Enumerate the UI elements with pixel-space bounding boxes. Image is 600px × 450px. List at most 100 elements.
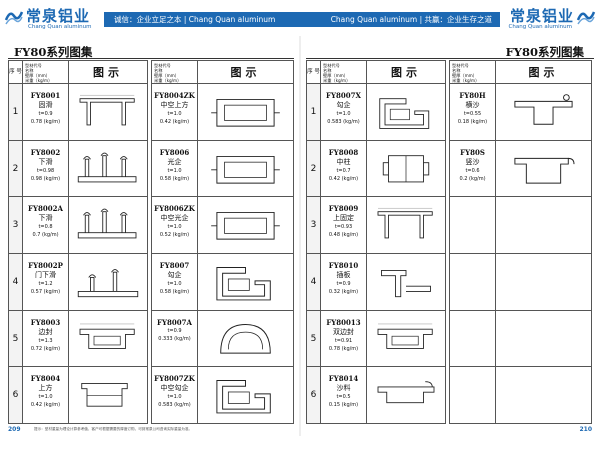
profile-drawing (69, 197, 147, 253)
header-field-keys: 型材代号名称壁厚（mm）米重（kg/m） (23, 61, 69, 83)
profile-thickness: t=0.9 (167, 327, 182, 334)
page-number-right: 210 (579, 426, 592, 433)
profile-section-drawing (211, 155, 280, 184)
header-left: 常泉铝业 Chang Quan aluminum 诚信：企业立足之本 | Cha… (0, 0, 300, 36)
profile-section-drawing (211, 212, 280, 240)
logo-chinese-text: 常泉铝业 (26, 7, 91, 25)
profile-name: 沙料 (336, 384, 351, 393)
header-key: 米重（kg/m） (154, 78, 182, 83)
profile-drawing (496, 311, 591, 367)
header-key: 壁厚（mm） (323, 73, 348, 78)
profile-name: 中柱 (336, 157, 351, 166)
profile-name: 下滑 (38, 157, 53, 166)
profile-code: FY8004ZK (154, 91, 195, 100)
profile-section-drawing (382, 154, 430, 183)
profile-drawing (69, 141, 147, 197)
profile-code: FY8007X (326, 91, 361, 100)
profile-section-drawing (381, 270, 431, 298)
footnote: 提示：型材重量为理论计算参考值，客户可根据需要的厚度订购，可到常泉公司咨询实际重… (34, 427, 193, 431)
profile-weight: 0.52 (kg/m) (159, 232, 190, 239)
profile-code: FY8002 (30, 147, 61, 157)
profile-code: FY8007ZK (154, 374, 195, 384)
profile-drawing (496, 254, 591, 310)
profile-drawing (198, 367, 293, 423)
wave-logo-icon (576, 11, 596, 25)
header-figure-label: 图示 (391, 66, 421, 79)
profile-weight: 0.15 (kg/m) (328, 402, 359, 409)
row-seq-number: 2 (307, 140, 321, 197)
profile-drawing (496, 367, 591, 423)
row-seq-number: 3 (9, 197, 23, 254)
profile-name: 双边封 (333, 327, 354, 336)
profile-name: 上方 (38, 384, 53, 393)
profile-drawing (198, 84, 293, 140)
profile-weight: 0.583 (kg/m) (327, 119, 360, 125)
profile-code: FY8006ZK (154, 204, 195, 214)
profile-thickness: t=0.93 (334, 224, 353, 231)
profile-weight: 0.32 (kg/m) (328, 289, 359, 296)
profile-code: FY80013 (326, 317, 361, 327)
header-key: 名称 (452, 68, 461, 73)
profile-thickness: t=1.0 (167, 224, 182, 231)
profile-row (450, 367, 591, 424)
profile-info (450, 197, 496, 254)
profile-weight: 0.42 (kg/m) (159, 119, 190, 125)
profile-drawing (496, 84, 591, 140)
header-key: 名称 (154, 68, 163, 73)
profile-thickness: t=0.55 (463, 111, 482, 117)
profile-name: 中空上方 (160, 101, 189, 109)
header-figure-label: 图示 (528, 66, 559, 79)
profile-drawing (367, 254, 445, 310)
profile-info (450, 254, 496, 310)
profile-row (450, 310, 591, 368)
profile-weight: 0.2 (kg/m) (459, 175, 486, 182)
header-key: 米重（kg/m） (323, 78, 351, 83)
profile-name: 固滑 (38, 101, 53, 109)
profile-drawing (69, 84, 147, 140)
profile-thickness: t=1.0 (336, 111, 351, 117)
profile-weight: 0.583 (kg/m) (158, 402, 191, 409)
profile-weight: 0.333 (kg/m) (158, 335, 191, 342)
profile-thickness: t=1.0 (167, 281, 182, 288)
header-key: 米重（kg/m） (25, 78, 53, 83)
header-figure-label: 图示 (93, 66, 123, 79)
title-divider-left (8, 58, 294, 59)
row-seq-number: 5 (9, 310, 23, 367)
profile-thickness: t=1.0 (38, 394, 53, 401)
row-seq-number: 6 (307, 367, 321, 424)
header-key: 型材代号 (323, 63, 340, 68)
profile-drawing (198, 254, 293, 310)
profile-thickness: t=1.0 (167, 167, 182, 174)
header-key: 壁厚（mm） (452, 73, 477, 78)
slogan-bar-left: 诚信：企业立足之本 | Chang Quan aluminum (104, 12, 300, 27)
profile-code: FY8010 (328, 261, 359, 271)
header-key: 型材代号 (452, 63, 469, 68)
column-header: 型材代号名称壁厚（mm）米重（kg/m）图示 (152, 61, 293, 84)
header-right: Chang Quan aluminum | 共赢：企业生存之道 常泉铝业 Cha… (300, 0, 600, 36)
profile-name: 中空勾企 (160, 384, 189, 393)
profile-name: 上固定 (333, 214, 354, 223)
column-header: 型材代号名称壁厚（mm）米重（kg/m）图示 (450, 61, 591, 84)
profile-weight: 0.78 (kg/m) (30, 119, 61, 125)
profile-section-drawing (81, 383, 128, 408)
profile-name: 门下滑 (35, 271, 56, 280)
row-seq-number: 6 (9, 367, 23, 424)
wave-logo-icon (4, 11, 24, 25)
profile-drawing (198, 197, 293, 253)
row-seq-number: 4 (307, 254, 321, 310)
